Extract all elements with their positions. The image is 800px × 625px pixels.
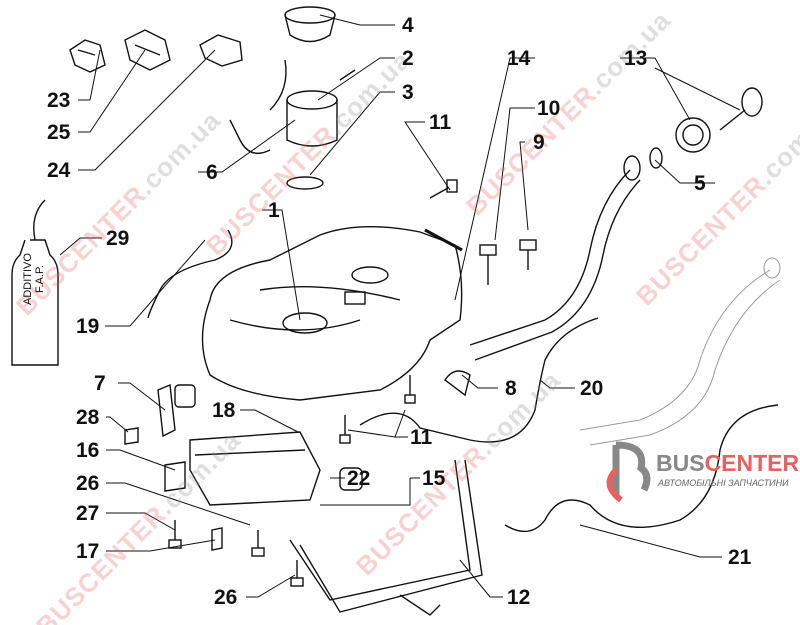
- part-label: 11: [410, 426, 433, 449]
- clip-24: [199, 34, 243, 67]
- bolt-26: [251, 530, 304, 587]
- part-label: 15: [422, 467, 446, 490]
- bolt-11: [429, 179, 458, 199]
- valve-22: [339, 467, 363, 491]
- filter-box-15: [189, 431, 321, 506]
- buscenter-logo: BUSCENTER АВТОМОБІЛЬНІ ЗАПЧАСТИНИ: [596, 440, 799, 515]
- part-label: 10: [537, 97, 561, 120]
- bracket-7: [157, 383, 196, 438]
- clip-28: [124, 427, 139, 445]
- part-label: 6: [206, 161, 218, 184]
- part-label: 25: [47, 121, 71, 144]
- logo-text: BUSCENTER: [656, 450, 800, 476]
- pipe-21: [504, 404, 779, 533]
- part-label: 1: [268, 199, 280, 222]
- connector-8: [444, 370, 471, 397]
- pipe-20: [359, 317, 599, 443]
- bolts-11: [339, 375, 416, 444]
- clip-23: [69, 39, 106, 73]
- part-label: 18: [212, 399, 236, 422]
- part-label: 4: [402, 14, 414, 37]
- bolt-27: [168, 520, 182, 549]
- part-label: 14: [507, 47, 531, 70]
- bolt-10: [479, 244, 497, 285]
- part-label: 16: [76, 439, 100, 462]
- filler-cap-13: [675, 87, 763, 153]
- bracket-16: [164, 461, 186, 492]
- filler-neck-assembly-21: [579, 257, 781, 446]
- part-label: 7: [94, 372, 106, 395]
- clip-25: [124, 29, 171, 71]
- part-label: 17: [76, 540, 100, 563]
- part-label: 24: [47, 159, 71, 182]
- logo-mark: [606, 441, 651, 503]
- part-label: 22: [347, 467, 371, 490]
- part-label: 28: [76, 406, 100, 429]
- part-label: 26: [76, 472, 100, 495]
- bolt-9: [519, 239, 537, 270]
- additive-bottle-29: [11, 199, 59, 366]
- part-label: 13: [624, 47, 648, 70]
- part-label: 5: [694, 172, 706, 195]
- part-label: 23: [47, 89, 71, 112]
- part-label: 27: [76, 502, 100, 525]
- filler-neck: [469, 155, 641, 361]
- part-label: 3: [402, 81, 414, 104]
- part-label: 21: [728, 546, 752, 569]
- part-label: 12: [507, 586, 531, 609]
- ring-nut-4: [284, 6, 336, 43]
- part-label: 8: [505, 377, 517, 400]
- logo-subtitle: АВТОМОБІЛЬНІ ЗАПЧАСТИНИ: [658, 478, 789, 488]
- part-label: 9: [533, 131, 545, 154]
- clip-17: [211, 527, 223, 551]
- part-label: 29: [106, 227, 130, 250]
- fuel-tank-1: [201, 225, 463, 401]
- part-label: 26: [214, 586, 238, 609]
- o-ring-3: [286, 176, 324, 190]
- part-label: 11: [429, 111, 452, 134]
- fuel-pump-2: [229, 59, 356, 154]
- seal-5: [649, 147, 663, 169]
- part-label: 20: [580, 377, 604, 400]
- cradle-12: [289, 459, 483, 616]
- part-label: 19: [76, 315, 100, 338]
- part-label: 2: [402, 47, 414, 70]
- hose-19: [147, 229, 233, 319]
